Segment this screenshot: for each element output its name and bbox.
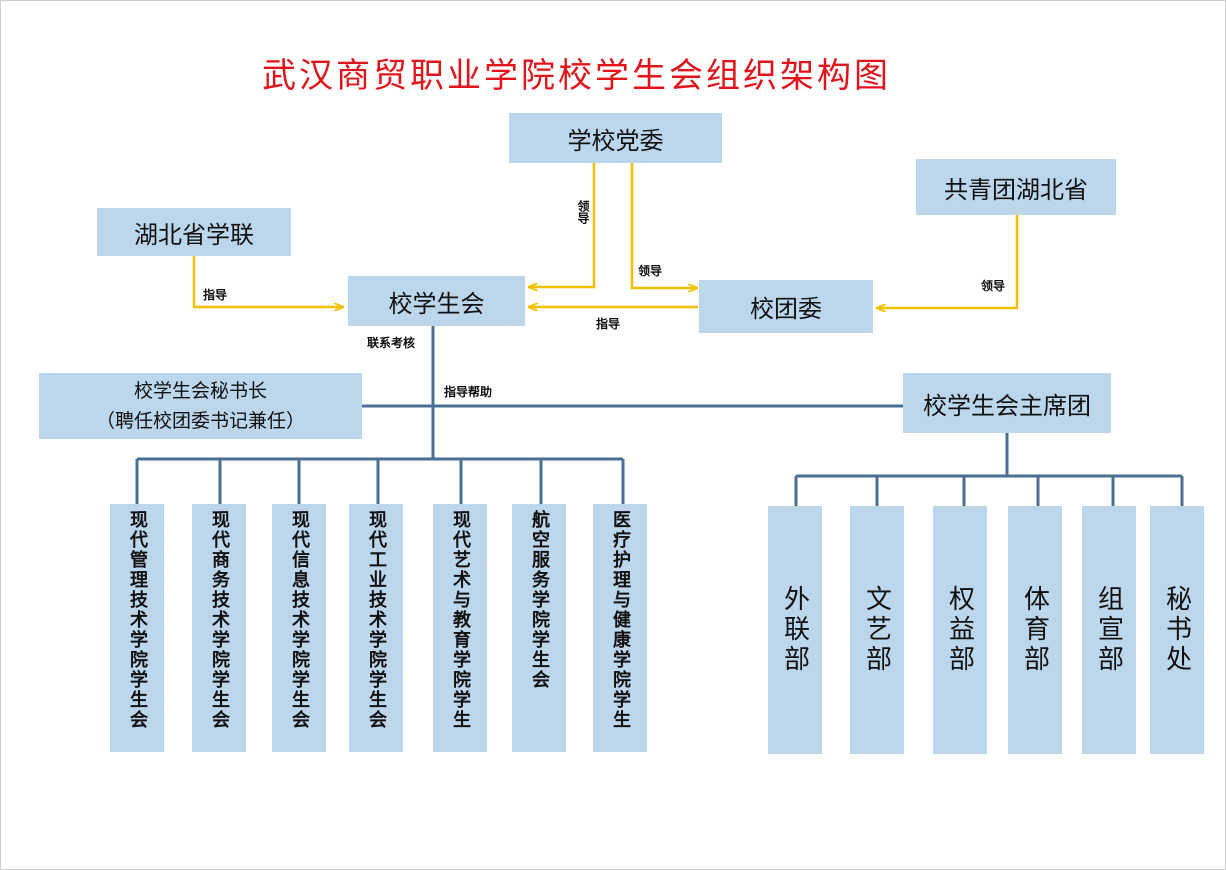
label-guide-federation: 指导 (203, 288, 228, 302)
node-secretary-general: 校学生会秘书长 （聘任校团委书记兼任） (39, 373, 362, 439)
college-union-industry: 现代工业技术学院学生会 (349, 504, 403, 752)
label-guide-league: 指导 (596, 317, 621, 331)
secretary-note: （聘任校团委书记兼任） (95, 410, 305, 432)
dept-external-relations: 外联部 (768, 506, 822, 754)
label-lead-party-league: 领导 (638, 264, 663, 278)
college-union-health: 医疗护理与健康学院学生 (593, 504, 647, 752)
label-guide-help: 指导帮助 (444, 385, 493, 399)
node-presidium: 校学生会主席团 (903, 373, 1111, 433)
college-union-commerce: 现代商务技术学院学生会 (192, 504, 246, 752)
line-province-to-league (877, 214, 1019, 308)
node-party-committee: 学校党委 (509, 113, 722, 163)
college-union-arts-education: 现代艺术与教育学院学生 (433, 504, 487, 752)
college-union-information: 现代信息技术学院学生会 (272, 504, 326, 752)
line-party-to-league (630, 163, 697, 288)
label-lead-party-union: 领导 (576, 200, 590, 224)
college-union-aviation: 航空服务学院学生会 (512, 504, 566, 752)
node-league-province: 共青团湖北省 (916, 159, 1116, 215)
line-fed-to-union (192, 256, 343, 307)
dept-rights: 权益部 (933, 506, 987, 754)
college-union-management: 现代管理技术学院学生会 (110, 504, 164, 752)
chart-title: 武汉商贸职业学院校学生会组织架构图 (262, 56, 891, 96)
line-party-to-union (529, 163, 596, 287)
dept-arts: 文艺部 (850, 506, 904, 754)
node-student-union: 校学生会 (348, 276, 525, 326)
dept-sports: 体育部 (1008, 506, 1062, 754)
dept-organization-publicity: 组宣部 (1082, 506, 1136, 754)
label-lead-province: 领导 (981, 279, 1006, 293)
node-student-federation: 湖北省学联 (97, 208, 291, 256)
secretary-title: 校学生会秘书长 (133, 380, 267, 402)
label-liaison: 联系考核 (367, 336, 416, 350)
dept-secretariat: 秘书处 (1150, 506, 1204, 754)
node-youth-league: 校团委 (699, 280, 873, 333)
